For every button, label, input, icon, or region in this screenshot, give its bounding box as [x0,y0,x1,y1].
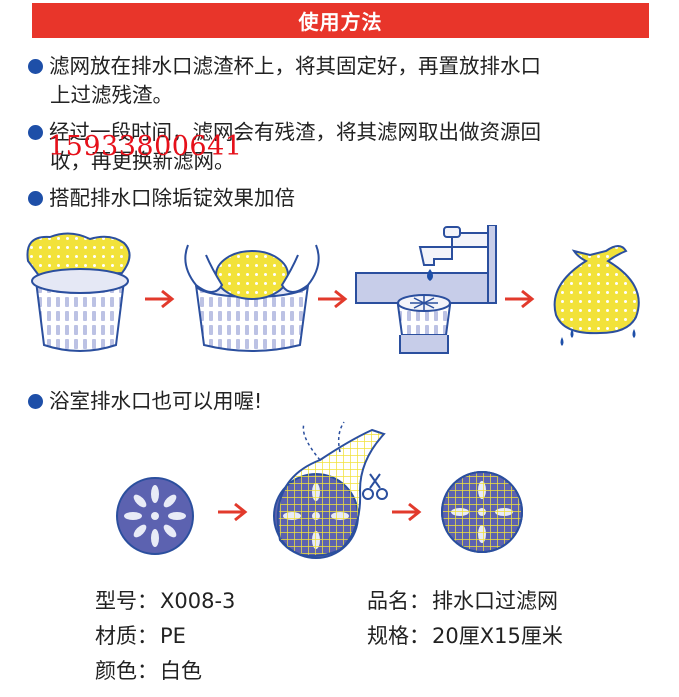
spec-name: 品名：排水口过滤网 [367,585,558,615]
spec-size: 规格：20厘X15厘米 [367,620,563,650]
bathroom-drain-cover-icon [116,477,194,555]
instruction-3: 搭配排水口除垢锭效果加倍 [28,184,658,213]
spec-color-label: 颜色： [95,659,158,683]
spec-material-value: PE [160,624,186,648]
spec-name-value: 排水口过滤网 [432,589,558,613]
section-title: 使用方法 [298,10,383,34]
bathroom-note: 浴室排水口也可以用喔! [28,387,428,416]
instruction-2-line1: 经过一段时间，滤网会有残渣，将其滤网取出做资源回 [49,120,541,144]
arrow-right-icon [505,289,535,309]
spec-model: 型号：X008-3 [95,585,235,615]
bathroom-steps-illustration [116,421,523,559]
instruction-1-line2: 上过滤残渣。 [50,83,173,107]
instruction-2: 经过一段时间，滤网会有残渣，将其滤网取出做资源回 收，再更换新滤网。 [28,118,658,176]
spec-size-value: 20厘X15厘米 [432,624,563,648]
bathroom-note-text: 浴室排水口也可以用喔! [49,389,263,413]
full-mesh-bag-icon [553,245,640,346]
basket-with-mesh-icon [26,232,131,352]
spec-material: 材质：PE [95,620,186,650]
kitchen-steps-illustration [26,225,640,354]
arrow-right-icon [318,289,348,309]
arrow-right-icon [218,502,248,522]
spec-model-value: X008-3 [160,589,236,613]
bullet-dot-icon [28,125,43,140]
bullet-dot-icon [28,394,43,409]
phone-watermark: 15933800641 [48,131,243,162]
arrow-right-icon [145,289,175,309]
instruction-2-line2: 收，再更换新滤网。 [50,149,235,173]
instruction-3-line1: 搭配排水口除垢锭效果加倍 [49,186,295,210]
mesh-over-drain-icon [273,421,386,559]
covered-drain-icon [441,471,523,553]
sink-drain-icon [355,225,497,354]
spec-color: 颜色：白色 [95,655,202,685]
spec-material-label: 材质： [95,624,158,648]
instruction-1-line1: 滤网放在排水口滤渣杯上，将其固定好，再置放排水口 [49,54,541,78]
spec-name-label: 品名： [367,589,430,613]
spec-color-value: 白色 [160,659,202,683]
hands-fitting-mesh-icon [184,244,320,352]
section-title-banner: 使用方法 [32,3,649,38]
arrow-right-icon [392,502,422,522]
spec-size-label: 规格： [367,624,430,648]
instruction-1: 滤网放在排水口滤渣杯上，将其固定好，再置放排水口 上过滤残渣。 [28,52,658,110]
bullet-dot-icon [28,59,43,74]
spec-model-label: 型号： [95,589,158,613]
bullet-dot-icon [28,191,43,206]
scissors-icon [362,473,388,500]
